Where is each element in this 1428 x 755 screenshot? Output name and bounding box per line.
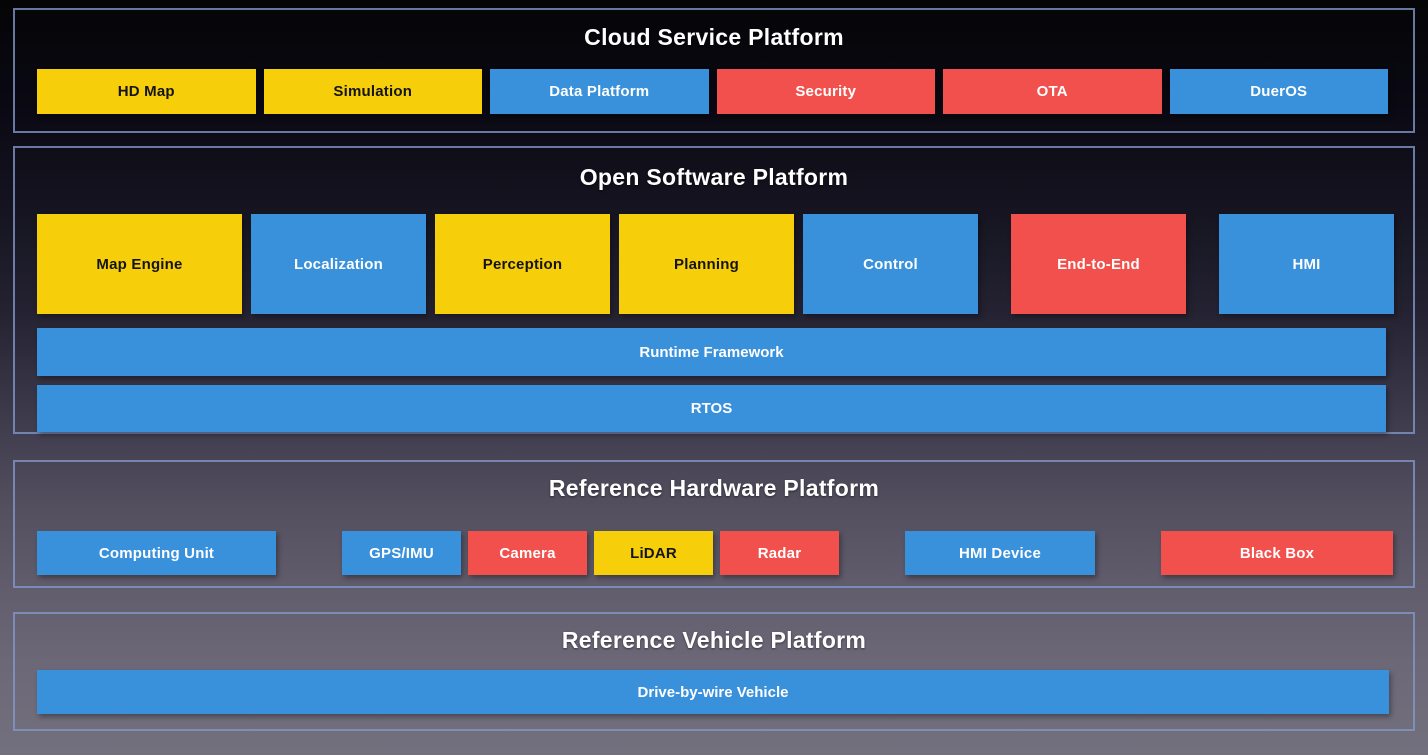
module-end-to-end: End-to-End [1011, 214, 1186, 314]
hardware-section-title: Reference Hardware Platform [548, 475, 880, 501]
module-hmi: HMI [1219, 214, 1394, 314]
section-reference-vehicle-platform: Reference Vehicle Platform Drive-by-wire… [13, 612, 1415, 731]
box-radar: Radar [720, 531, 839, 575]
module-planning: Planning [619, 214, 794, 314]
vehicle-section-title: Reference Vehicle Platform [561, 627, 867, 653]
module-perception: Perception [435, 214, 610, 314]
bar-runtime-framework: Runtime Framework [37, 328, 1386, 376]
box-camera: Camera [468, 531, 587, 575]
cloud-section-title: Cloud Service Platform [584, 24, 844, 50]
box-ota: OTA [943, 69, 1162, 114]
bar-drive-by-wire-vehicle: Drive-by-wire Vehicle [37, 670, 1389, 714]
box-computing-unit: Computing Unit [37, 531, 276, 575]
software-section-title: Open Software Platform [579, 164, 849, 190]
box-dueros: DuerOS [1169, 69, 1388, 114]
section-cloud-service-platform: Cloud Service Platform HD Map Simulation… [13, 8, 1415, 133]
box-security: Security [716, 69, 935, 114]
bar-rtos: RTOS [37, 385, 1386, 432]
cloud-services-row: HD Map Simulation Data Platform Security… [37, 69, 1388, 114]
module-map-engine: Map Engine [37, 214, 242, 314]
box-hd-map: HD Map [37, 69, 256, 114]
box-black-box: Black Box [1161, 531, 1393, 575]
box-gps-imu: GPS/IMU [342, 531, 461, 575]
box-lidar: LiDAR [594, 531, 713, 575]
section-reference-hardware-platform: Reference Hardware Platform Computing Un… [13, 460, 1415, 588]
box-data-platform: Data Platform [490, 69, 709, 114]
box-simulation: Simulation [263, 69, 482, 114]
section-open-software-platform: Open Software Platform Map Engine Locali… [13, 146, 1415, 434]
software-modules-row: Map Engine Localization Perception Plann… [37, 214, 1394, 314]
box-hmi-device: HMI Device [905, 531, 1095, 575]
module-localization: Localization [251, 214, 426, 314]
module-control: Control [803, 214, 978, 314]
hardware-row: Computing Unit GPS/IMU Camera LiDAR Rada… [37, 531, 1393, 575]
